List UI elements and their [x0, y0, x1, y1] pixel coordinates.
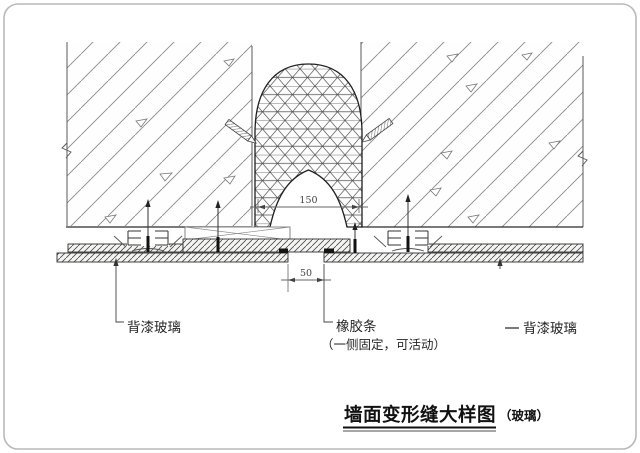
- screw-arrow-icon: [352, 222, 358, 230]
- screw-pin-midleft: [215, 200, 221, 252]
- glass-panel-assembly: [56, 226, 584, 263]
- glass-strip-center: [182, 238, 351, 253]
- glass-strip-lower-left: [56, 252, 289, 263]
- right-wall-hatch: [361, 42, 583, 227]
- screw-pin-midright: [352, 222, 358, 253]
- leader-left-glass: 背漆玻璃: [113, 258, 181, 335]
- title-suffix: （玻璃）: [499, 408, 549, 423]
- screw-arrow-icon: [405, 194, 411, 202]
- label-rubber-strip: 橡胶条: [336, 318, 377, 334]
- screw-arrow-icon: [215, 200, 221, 208]
- break-line-icon: [577, 150, 588, 167]
- dim-50-value: 50: [300, 268, 312, 279]
- leader-arrow-icon: [113, 258, 119, 266]
- label-left-glass: 背漆玻璃: [127, 319, 181, 335]
- screw-arrow-icon: [145, 199, 151, 207]
- dimension-joint-width: 150: [250, 195, 368, 213]
- right-wall-section: [360, 42, 588, 228]
- anchor-pin-left: [224, 118, 257, 144]
- clip-brackets: [127, 230, 169, 246]
- anchor-pin-right: [361, 117, 394, 143]
- rubber-gasket: [254, 63, 363, 228]
- setting-block-right: [324, 248, 334, 253]
- break-line-icon: [61, 142, 72, 159]
- concrete-aggregate-symbols: [429, 52, 561, 224]
- left-wall-section: [61, 42, 253, 228]
- glass-strip-lower-right: [323, 252, 584, 263]
- title-main: 墙面变形缝大样图: [344, 404, 496, 426]
- rubber-gasket-profile: [254, 63, 363, 228]
- glass-strip-upper-right: [427, 243, 584, 253]
- fixing-clip-left: [113, 199, 183, 252]
- leader-arrow-icon: [497, 258, 503, 266]
- label-rubber-strip-note: （一侧固定，可活动）: [321, 337, 446, 352]
- dimension-gap-width: 50: [281, 264, 331, 292]
- fixing-clip-right: [373, 194, 443, 252]
- leader-rubber-strip: 橡胶条 （一侧固定，可活动）: [321, 264, 446, 352]
- clip-brackets: [387, 230, 429, 246]
- dim-150-value: 150: [299, 195, 317, 206]
- label-right-glass: 背漆玻璃: [523, 320, 577, 336]
- left-wall-hatch: [67, 42, 252, 226]
- setting-block-left: [279, 248, 288, 253]
- backer-plate-cross: [184, 226, 291, 241]
- concrete-aggregate-symbols: [104, 58, 236, 224]
- leader-right-glass: 背漆玻璃: [497, 258, 577, 336]
- drawing-title: 墙面变形缝大样图 （玻璃）: [343, 404, 549, 432]
